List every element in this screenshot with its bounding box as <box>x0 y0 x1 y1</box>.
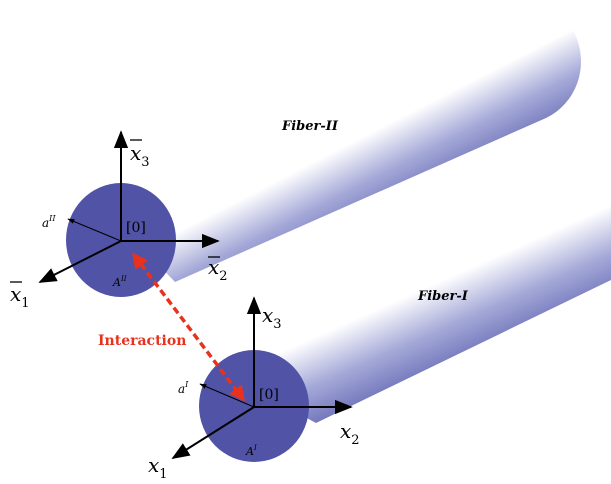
fiber-i-area-label: AI <box>245 444 257 458</box>
fiber-i-x1-axis <box>171 406 255 459</box>
fiber-ii-x3-label: x3 <box>130 141 150 170</box>
fiber-ii-area-label: AII <box>112 275 127 289</box>
fiber-ii-origin-label: [0] <box>126 220 146 236</box>
fiber-i-axes <box>171 296 353 459</box>
fiber-i-radius-label: aI <box>178 380 189 396</box>
fiber-i-x1-label: x1 <box>148 453 168 482</box>
fiber-i-x2-label: x2 <box>340 419 360 448</box>
fiber-ii-radius-label: aII <box>42 214 56 230</box>
fiber-ii-radius-line <box>67 218 122 242</box>
interaction-arrow <box>132 252 245 402</box>
fiber-ii-axes <box>38 130 220 283</box>
fiber-ii-cylinder <box>82 0 582 282</box>
fiber-ii-x1-label: x1 <box>10 282 30 311</box>
fiber-ii-name: Fiber-II <box>281 119 339 134</box>
fiber-ii-x1-axis <box>38 240 122 283</box>
fiber-i-origin-label: [0] <box>259 387 279 403</box>
fiber-i-x3-label: x3 <box>262 303 282 332</box>
fiber-ii-x2-label: x2 <box>208 255 228 284</box>
fiber-i-name: Fiber-I <box>417 289 469 304</box>
interaction-label: Interaction <box>98 333 186 349</box>
fiber-i-cylinder <box>218 165 611 423</box>
